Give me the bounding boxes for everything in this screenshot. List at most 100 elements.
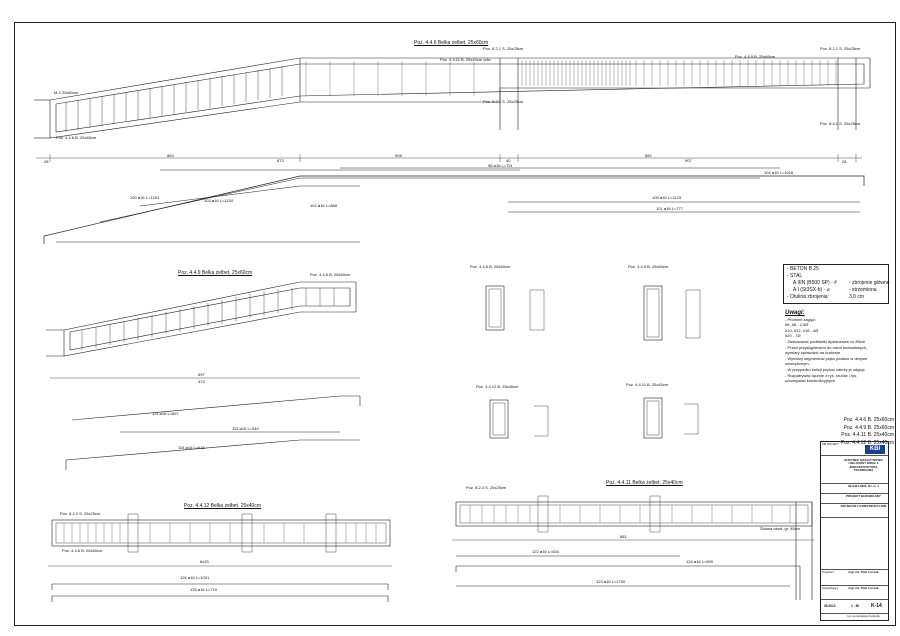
company-name: KBI PROJEKT — [822, 443, 839, 446]
bar-101: 101 ⌀16 L=777 — [656, 206, 683, 211]
beam-446-elevation — [34, 57, 871, 139]
stirrups-sloped — [65, 66, 283, 132]
sheet-number: K-14 — [871, 603, 882, 609]
label-m3: Poz. 8.2.1 S. 25x25cm — [483, 46, 524, 51]
dim-1: 873 — [277, 158, 284, 163]
remark-item: - Wymiary segmentów pręta podano w obrys… — [785, 355, 868, 361]
element-list-item: Poz. 4.4.6 B. 25x60cm — [843, 417, 894, 423]
remarks-heading: Uwagi: — [785, 310, 805, 316]
stirrups-dense — [305, 60, 837, 96]
company-logo: KBI — [865, 445, 885, 454]
steel-note: - STAL — [787, 273, 803, 279]
label-m8: Poz. 8.4.1 S. 25x25cm — [820, 121, 861, 126]
label-m2: Poz. 4.4.6 B. 25x60cm — [56, 135, 97, 140]
beam-449-elevation — [46, 281, 357, 357]
remark-item: #10, #12, #16 - 4Ø — [785, 327, 819, 333]
title-section-4411: Poz. 4.4.11 B. 25x40cm — [626, 382, 669, 387]
title-beam-446: Poz. 4.4.6 Belka żelbet. 25x60cm — [414, 40, 489, 46]
designer-label: Projektant: — [822, 571, 835, 574]
remark-item: #20 - 7Ø — [785, 333, 801, 339]
designer-name: mgr inż. Piotr Łuczak — [848, 570, 879, 574]
section-449 — [643, 285, 701, 341]
dim-11: 473 — [198, 379, 205, 384]
remarks: Uwagi: - Promień zagięć: #6, #8 - 2,5Ø #… — [785, 310, 890, 384]
bar-125: 125 ⌀16 L=719 — [190, 587, 217, 592]
steel-stirrup-grade: A I (St3SX-b) - ⌀ — [793, 287, 830, 293]
remark-item: wymiary sprawdzić na budowie — [785, 350, 841, 356]
checker-name: mgr inż. Piotr Łuczak — [848, 586, 879, 590]
drawing-sheet — [14, 22, 896, 626]
section-446 — [485, 285, 545, 331]
remark-item: - Zastosować podkładki dystansowe co 80c… — [785, 338, 866, 344]
dim-13: 881 — [620, 534, 627, 539]
bar-123: 123 ⌀16 L=1700 — [596, 579, 626, 584]
section-4411 — [643, 397, 699, 439]
bar-100: 100 ⌀16 L=1291 — [130, 195, 160, 200]
label-m13: Poz. 4.4.6 B. 25x60cm — [310, 272, 351, 277]
beam-4411-elevation — [455, 495, 813, 600]
bar-104: 104 ⌀16 L=1016 — [764, 170, 794, 175]
dim-2: 908 — [395, 153, 402, 158]
section-4412 — [489, 399, 549, 439]
label-m9: Poz. 8.2.2 S. 25x25cm — [60, 511, 101, 516]
drawing-scale: 1 : 50 — [851, 604, 860, 608]
drawing-date: 05.2013 — [824, 604, 836, 608]
drawing-footer: rys. konstrukcja budynku — [846, 614, 880, 618]
project-address: 92-640 ŁÓDŹ, Dz. nr 1 — [848, 484, 879, 488]
beam-4412-elevation — [51, 513, 391, 553]
bar-124: 124 ⌀16 L=699 — [686, 559, 713, 564]
remark-item: #6, #8 - 2,5Ø — [785, 322, 809, 328]
element-list-item: Poz. 4.4.11 B. 25x40cm — [841, 432, 894, 438]
title-section-4412: Poz. 4.4.12 B. 25x40cm — [476, 384, 519, 389]
bar-98: 98 ⌀16 L=721 — [488, 163, 513, 168]
cover-label: - Otulina zbrojenia: — [787, 294, 829, 300]
title-section-449: Poz. 4.4.9 B. 25x60cm — [628, 264, 669, 269]
element-list-item: Poz. 4.4.12 B. 25x40cm — [840, 439, 894, 446]
label-m11: Ściana obud. gr. 40cm — [760, 526, 800, 531]
project-title: BUDYNEK MAGAZYNOWO USŁUGOWY WRAZ Z INFRA… — [844, 458, 883, 473]
label-m6: Poz. 4.4.9 B. 25x60cm — [735, 54, 776, 59]
concrete-note: - BETON B 25 — [787, 266, 819, 272]
bar-103: 103 ⌀16 L=1154 — [204, 198, 233, 203]
dim-0: 864 — [167, 153, 174, 158]
remark-item: - Promień zagięć: — [785, 316, 817, 322]
dim-4: 882 — [645, 153, 652, 158]
checker-label: Sprawdzający: — [822, 587, 839, 590]
label-m4: Poz. 4.4.11 B. 25x40cm odw — [440, 57, 491, 62]
remark-item: zewnętrznym. — [785, 361, 810, 367]
bar-105: 105 ⌀16 L=1123 — [652, 195, 681, 200]
title-block: KBI PROJEKT KBI BUDYNEK MAGAZYNOWO USŁUG… — [820, 441, 889, 621]
dim-12: 6x25 — [200, 559, 209, 564]
dim-3: 40 — [506, 158, 511, 163]
steel-main-grade: A IIIN (B500 SP) - # — [793, 280, 837, 286]
title-beam-4412: Poz. 4.4.12 Belka żelbet. 25x40cm — [184, 503, 261, 509]
material-notes: - BETON B 25 - STAL A IIIN (B500 SP) - #… — [783, 264, 890, 304]
label-m12: Poz. 8.2.3 S. 25x25cm — [466, 485, 507, 490]
bar-122: 122 ⌀16 L=634 — [532, 549, 559, 554]
steel-main-role: - zbrojenie główne — [849, 280, 890, 286]
remark-item: - W przypadku kolizji prętów należy je o… — [785, 366, 865, 372]
bar-102: 102 ⌀16 L=868 — [310, 203, 337, 208]
bar-113: 113 ⌀16 L=940 — [232, 426, 259, 431]
element-list: Poz. 4.4.6 B. 25x60cm Poz. 4.4.9 B. 25x6… — [834, 417, 894, 447]
label-m10: Poz. 4.4.6 B. 25x60cm — [62, 548, 103, 553]
dim-7: 28 — [842, 159, 847, 164]
label-m7: Poz. 8.2.1 S. 25x25cm — [820, 46, 861, 51]
element-list-item: Poz. 4.4.9 B. 25x60cm — [843, 424, 894, 431]
project-phase: PROJEKT BUDOWLANY — [846, 494, 881, 498]
remark-item: - Przed przystąpieniem do robót budowlan… — [785, 344, 868, 350]
dim-10: 697 — [198, 372, 205, 377]
drawing-name: SZCZEGÓŁY KONSTRUKCYJNE — [840, 504, 887, 508]
dim-6: 28 — [44, 159, 49, 164]
label-m5: Poz. 8.2.1 S. 25x25cm — [483, 99, 524, 104]
title-section-446: Poz. 4.4.6 B. 25x60cm — [470, 264, 511, 269]
steel-stirrup-role: - strzemiona — [849, 287, 877, 293]
title-beam-4411: Poz. 4.4.11 Belka żelbet. 25x40cm — [606, 480, 683, 486]
remark-item: - Rozpatrywać łącznie z rys. rzutów i ry… — [785, 372, 858, 378]
bar-126: 126 ⌀16 L=1001 — [180, 575, 210, 580]
cover-value: 3,0 cm — [849, 294, 865, 300]
title-beam-449: Poz. 4.4.9 Belka żelbet. 25x60cm — [178, 270, 253, 276]
dim-5: 907 — [685, 158, 692, 163]
remark-item: szczegółów konstrukcyjnych — [785, 378, 836, 384]
